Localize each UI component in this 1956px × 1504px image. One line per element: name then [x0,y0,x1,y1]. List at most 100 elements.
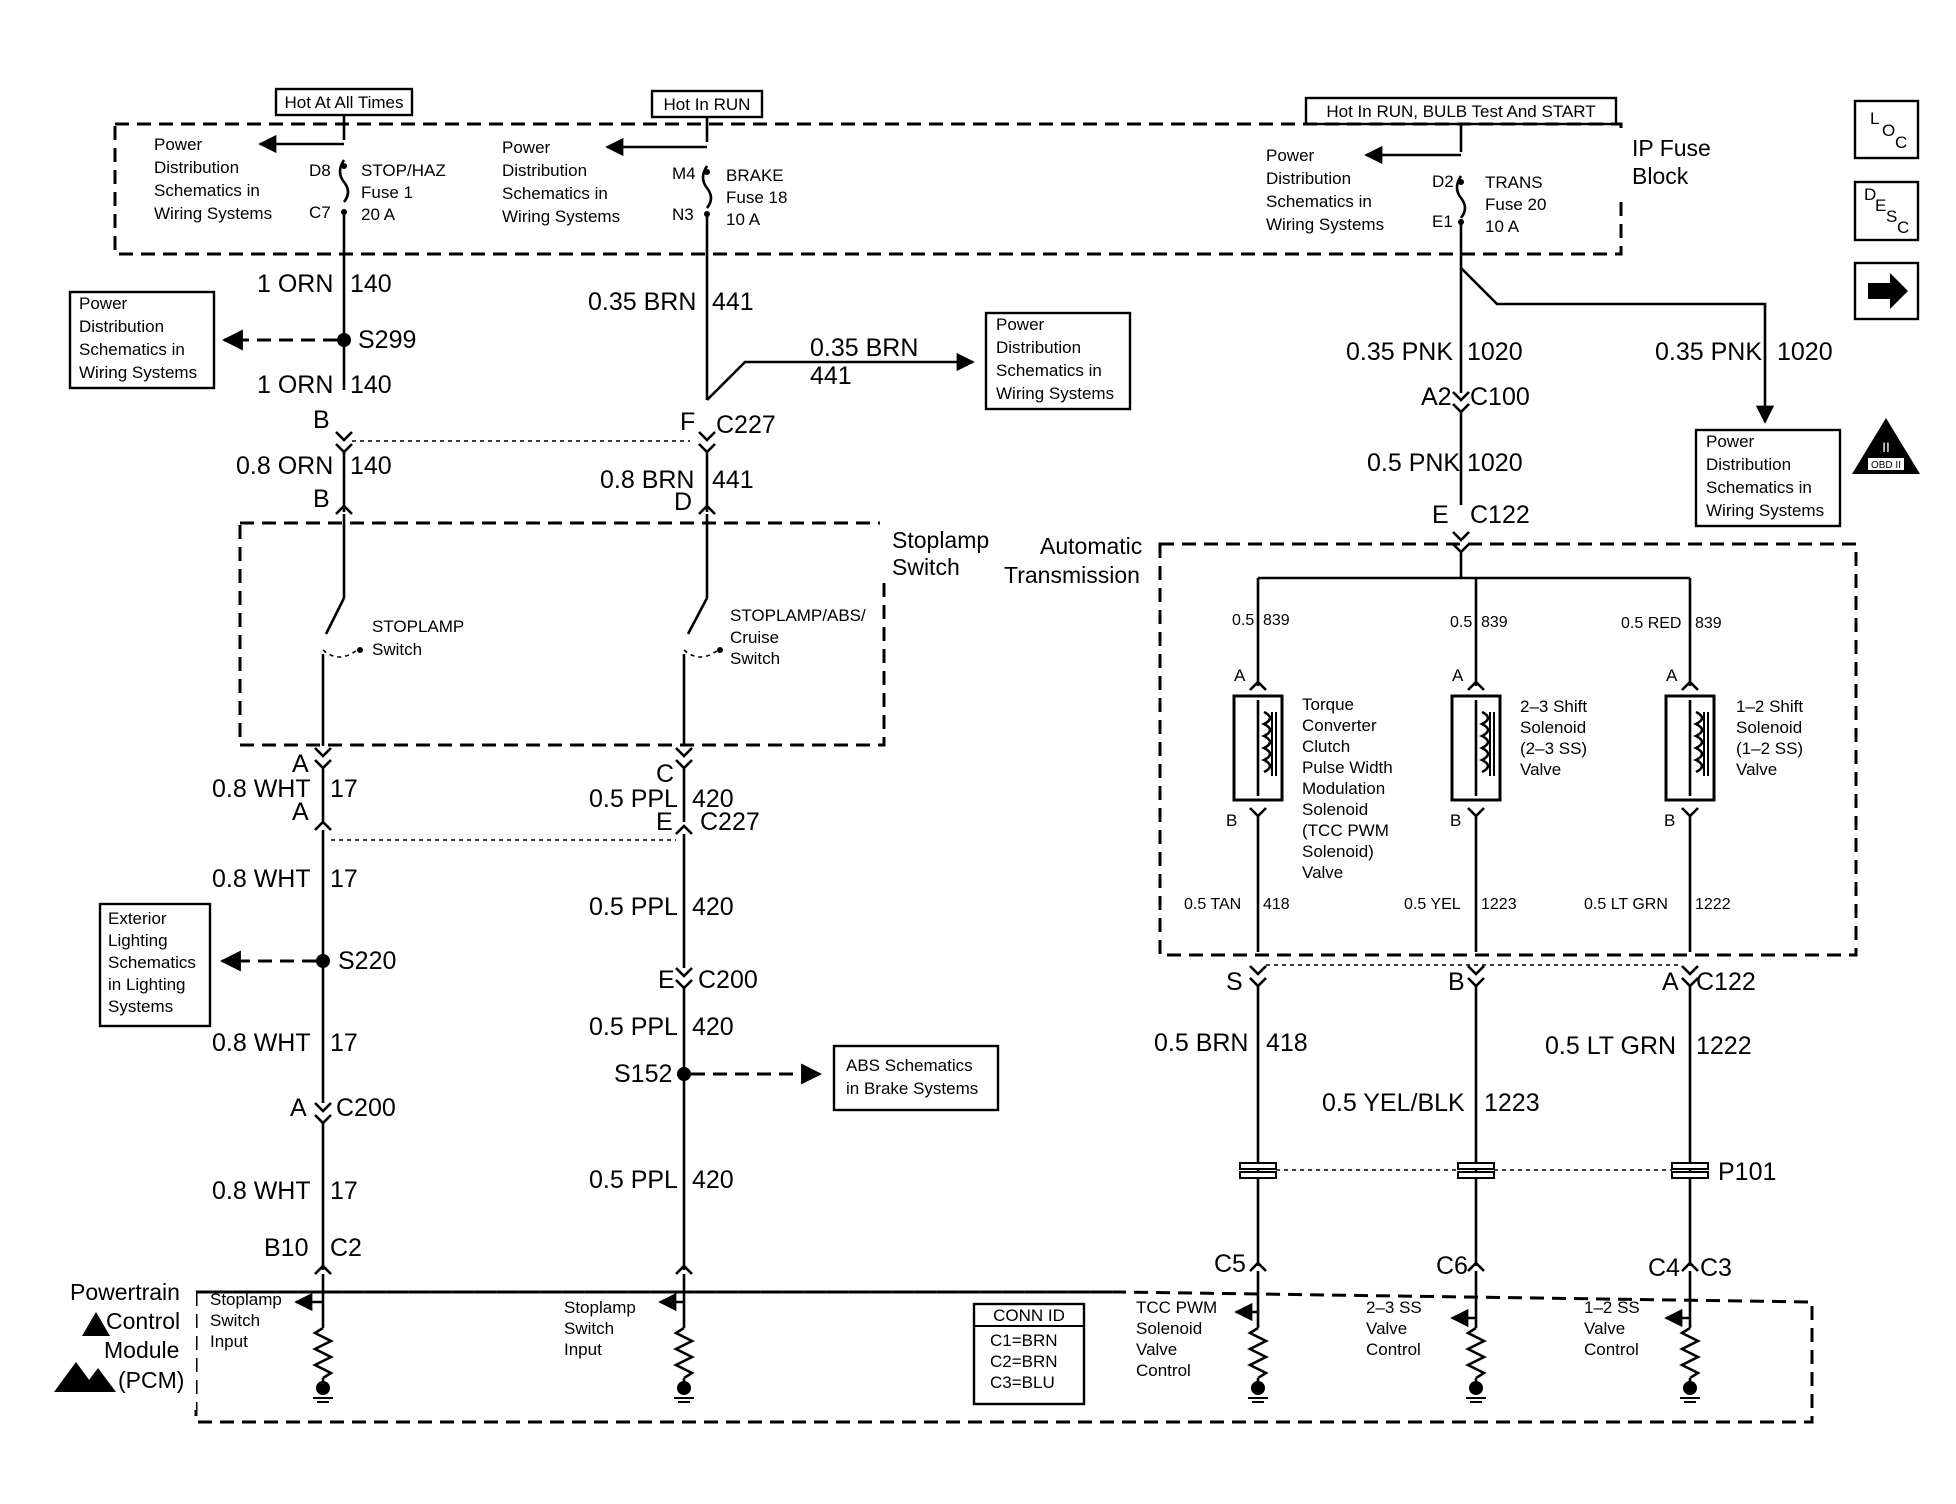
svg-text:Wiring Systems: Wiring Systems [154,204,272,223]
svg-text:0.5 LT GRN: 0.5 LT GRN [1545,1032,1676,1060]
svg-text:839: 839 [1481,614,1508,631]
svg-text:S220: S220 [338,947,396,975]
svg-text:B: B [1450,811,1461,830]
svg-text:C227: C227 [700,808,760,836]
svg-text:Valve: Valve [1520,760,1561,779]
svg-text:B: B [313,406,330,434]
svg-text:0.5 PNK: 0.5 PNK [1367,449,1460,477]
ref-power-distribution-left[interactable]: Power Distribution Schematics in Wiring … [68,290,216,390]
svg-text:Schematics in: Schematics in [502,184,608,203]
circuit-420-ppl: C 0.5 PPL 420 E C227 0.5 PPL 420 E C200 … [589,747,823,1275]
svg-text:B: B [1226,811,1237,830]
svg-text:1223: 1223 [1484,1089,1540,1117]
svg-text:C6: C6 [1436,1252,1468,1280]
svg-text:E: E [658,966,675,994]
svg-text:1223: 1223 [1481,896,1517,913]
svg-text:20 A: 20 A [361,205,396,224]
svg-text:0.5 YEL/BLK: 0.5 YEL/BLK [1322,1089,1465,1117]
svg-text:Schematics: Schematics [108,953,196,972]
svg-text:Schematics in: Schematics in [1266,192,1372,211]
svg-text:Solenoid: Solenoid [1520,718,1586,737]
svg-text:Powertrain: Powertrain [70,1279,180,1305]
svg-text:0.5 PPL: 0.5 PPL [589,785,678,813]
svg-text:Valve: Valve [1584,1319,1625,1338]
svg-text:418: 418 [1266,1029,1308,1057]
svg-text:BRAKE: BRAKE [726,166,784,185]
svg-text:E: E [656,808,673,836]
svg-text:B: B [1448,968,1465,996]
svg-text:Control: Control [106,1308,180,1334]
svg-text:A: A [292,750,309,778]
svg-text:0.8 WHT: 0.8 WHT [212,865,311,893]
svg-text:418: 418 [1263,896,1290,913]
svg-text:0.8 ORN: 0.8 ORN [236,452,333,480]
svg-text:in Lighting: in Lighting [108,975,186,994]
svg-text:Distribution: Distribution [154,158,239,177]
svg-text:1 ORN: 1 ORN [257,371,333,399]
svg-text:Wiring Systems: Wiring Systems [1706,501,1824,520]
powertrain-control-module: Powertrain Control Module (PCM) Stoplamp… [54,1271,1814,1424]
svg-text:441: 441 [712,288,754,316]
svg-text:Converter: Converter [1302,716,1377,735]
svg-text:17: 17 [330,1177,358,1205]
ref-power-distribution-center[interactable]: Power Distribution Schematics in Wiring … [984,311,1132,411]
svg-text:0.5 RED: 0.5 RED [1621,615,1681,632]
svg-text:Clutch: Clutch [1302,737,1350,756]
svg-text:1222: 1222 [1696,1032,1752,1060]
svg-text:Switch: Switch [564,1319,614,1338]
svg-text:Distribution: Distribution [502,161,587,180]
ref-power-distribution-right[interactable]: Power Distribution Schematics in Wiring … [1694,428,1842,528]
svg-text:Module: Module [104,1337,179,1363]
ref-exterior-lighting[interactable]: Exterior Lighting Schematics in Lighting… [98,902,212,1028]
svg-text:C2=BRN: C2=BRN [990,1352,1058,1371]
svg-text:Wiring Systems: Wiring Systems [1266,215,1384,234]
svg-text:(PCM): (PCM) [118,1367,184,1393]
svg-text:C100: C100 [1470,383,1530,411]
svg-text:Power: Power [502,138,551,157]
svg-text:0.5 PPL: 0.5 PPL [589,1013,678,1041]
svg-text:0.8 WHT: 0.8 WHT [212,775,311,803]
svg-text:B: B [313,485,330,513]
svg-text:CONN ID: CONN ID [993,1306,1065,1325]
svg-text:Control: Control [1366,1340,1421,1359]
svg-text:P101: P101 [1718,1158,1776,1186]
desc-icon[interactable]: D E S C [1853,180,1920,242]
svg-text:Distribution: Distribution [996,338,1081,357]
svg-text:Fuse 1: Fuse 1 [361,183,413,202]
svg-text:2–3 Shift: 2–3 Shift [1520,697,1587,716]
svg-text:Fuse 18: Fuse 18 [726,188,787,207]
svg-text:0.8 WHT: 0.8 WHT [212,1177,311,1205]
svg-text:Exterior: Exterior [108,909,167,928]
svg-text:420: 420 [692,785,734,813]
svg-text:C: C [656,760,674,788]
svg-text:II: II [1882,439,1890,455]
svg-text:(2–3 SS): (2–3 SS) [1520,739,1587,758]
svg-text:STOP/HAZ: STOP/HAZ [361,161,446,180]
svg-text:C7: C7 [309,203,331,222]
svg-text:Schematics in: Schematics in [996,361,1102,380]
svg-text:Valve: Valve [1302,863,1343,882]
svg-text:Power: Power [1706,432,1755,451]
svg-text:Control: Control [1584,1340,1639,1359]
svg-text:Valve: Valve [1136,1340,1177,1359]
next-arrow-icon[interactable] [1853,261,1920,321]
svg-text:Solenoid: Solenoid [1736,718,1802,737]
svg-text:Modulation: Modulation [1302,779,1385,798]
svg-text:441: 441 [712,466,754,494]
svg-text:1–2 SS: 1–2 SS [1584,1298,1640,1317]
svg-text:0.5 BRN: 0.5 BRN [1154,1029,1248,1057]
esd-warning-icon [82,1312,110,1336]
svg-text:Valve: Valve [1366,1319,1407,1338]
svg-text:E: E [1875,196,1886,215]
svg-text:C3: C3 [1700,1254,1732,1282]
svg-text:Stoplamp: Stoplamp [564,1298,636,1317]
svg-text:in Brake Systems: in Brake Systems [846,1079,978,1098]
svg-text:Distribution: Distribution [1706,455,1791,474]
svg-text:C3=BLU: C3=BLU [990,1373,1055,1392]
svg-text:Switch: Switch [730,649,780,668]
svg-text:Wiring Systems: Wiring Systems [79,363,197,382]
svg-text:0.35 PNK: 0.35 PNK [1346,338,1453,366]
loc-icon[interactable]: L O C [1853,99,1920,160]
ref-abs-schematics[interactable]: ABS Schematics in Brake Systems [832,1044,1000,1112]
